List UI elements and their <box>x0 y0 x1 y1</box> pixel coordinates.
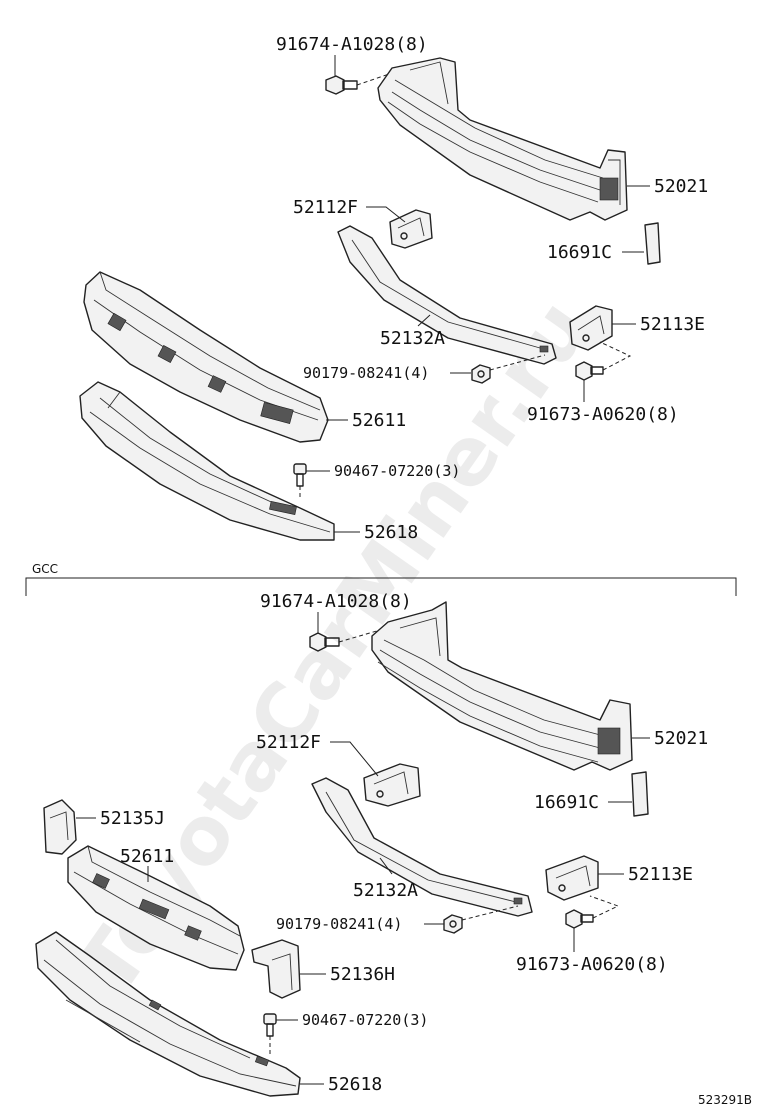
bracket-52113e[interactable] <box>569 305 613 351</box>
label-center-bracket[interactable]: 52136H <box>330 964 395 985</box>
section-bracket <box>25 577 737 596</box>
center-bracket-52136h[interactable] <box>251 939 301 999</box>
label-bracket-left-b[interactable]: 52112F <box>256 732 321 753</box>
label-side-bracket[interactable]: 52135J <box>100 808 165 829</box>
label-absorber-b[interactable]: 52611 <box>120 846 174 867</box>
label-bolt-upper[interactable]: 91674-A1028(8) <box>276 34 428 55</box>
label-lower-absorber[interactable]: 52618 <box>364 522 418 543</box>
label-bracket-left[interactable]: 52112F <box>293 197 358 218</box>
dash-nut <box>489 354 546 371</box>
leader-52112f <box>366 206 406 223</box>
label-retainer-bar[interactable]: 52132A <box>380 328 445 349</box>
label-absorber[interactable]: 52611 <box>352 410 406 431</box>
label-clip[interactable]: 90467-07220(3) <box>334 462 460 480</box>
clip-icon[interactable] <box>293 463 307 487</box>
label-nut-b[interactable]: 90179-08241(4) <box>276 915 402 933</box>
label-reinforcement-b[interactable]: 52021 <box>654 728 708 749</box>
leader-52132a <box>417 314 431 327</box>
label-bolt-upper-b[interactable]: 91674-A1028(8) <box>260 591 412 612</box>
lower-absorber-52618[interactable] <box>35 931 301 1097</box>
bolt-lower-icon[interactable] <box>575 361 604 381</box>
dash-bolt-lower <box>599 341 632 371</box>
spacer-16691c[interactable] <box>644 222 661 265</box>
bolt-upper-icon[interactable] <box>325 75 358 95</box>
dash-bolt-upper-b <box>338 629 381 643</box>
side-bracket-52135j[interactable] <box>43 799 77 855</box>
dash-bolt-lower-b <box>589 895 620 919</box>
section-label: GCC <box>32 562 58 576</box>
bolt-lower-icon[interactable] <box>565 909 594 929</box>
reinforcement-52021[interactable] <box>377 57 628 221</box>
retainer-bar-52132a[interactable] <box>311 777 533 917</box>
reinforcement-52021[interactable] <box>371 601 633 771</box>
bracket-52112f[interactable] <box>389 209 433 249</box>
absorber-52611[interactable] <box>67 845 245 971</box>
bracket-52113e[interactable] <box>545 855 599 901</box>
label-retainer-bar-b[interactable]: 52132A <box>353 880 418 901</box>
lower-absorber-52618[interactable] <box>79 381 335 541</box>
label-reinforcement[interactable]: 52021 <box>654 176 708 197</box>
label-spacer-b[interactable]: 16691C <box>534 792 599 813</box>
label-spacer[interactable]: 16691C <box>547 242 612 263</box>
label-clip-b[interactable]: 90467-07220(3) <box>302 1011 428 1029</box>
bracket-52112f[interactable] <box>363 763 421 807</box>
retainer-bar-52132a[interactable] <box>337 225 557 365</box>
clip-icon[interactable] <box>263 1013 277 1037</box>
leader-52132a-b <box>379 857 393 875</box>
label-lower-absorber-b[interactable]: 52618 <box>328 1074 382 1095</box>
bottom-assembly: 91674-A1028(8) 52021 52112F 16691C <box>35 591 708 1097</box>
label-bracket-right-b[interactable]: 52113E <box>628 864 693 885</box>
absorber-52611[interactable] <box>83 271 329 443</box>
spacer-16691c[interactable] <box>631 771 649 817</box>
leader-52112f-b <box>330 741 379 777</box>
top-assembly: 91674-A1028(8) 52021 52112F 16691C <box>79 34 708 543</box>
label-bolt-lower[interactable]: 91673-A0620(8) <box>527 404 679 425</box>
label-bracket-right[interactable]: 52113E <box>640 314 705 335</box>
diagram-code: 523291B <box>698 1093 752 1107</box>
label-nut[interactable]: 90179-08241(4) <box>303 364 429 382</box>
label-bolt-lower-b[interactable]: 91673-A0620(8) <box>516 954 668 975</box>
nut-icon[interactable] <box>471 364 491 384</box>
dash-nut-b <box>461 905 519 921</box>
nut-icon[interactable] <box>443 914 463 934</box>
